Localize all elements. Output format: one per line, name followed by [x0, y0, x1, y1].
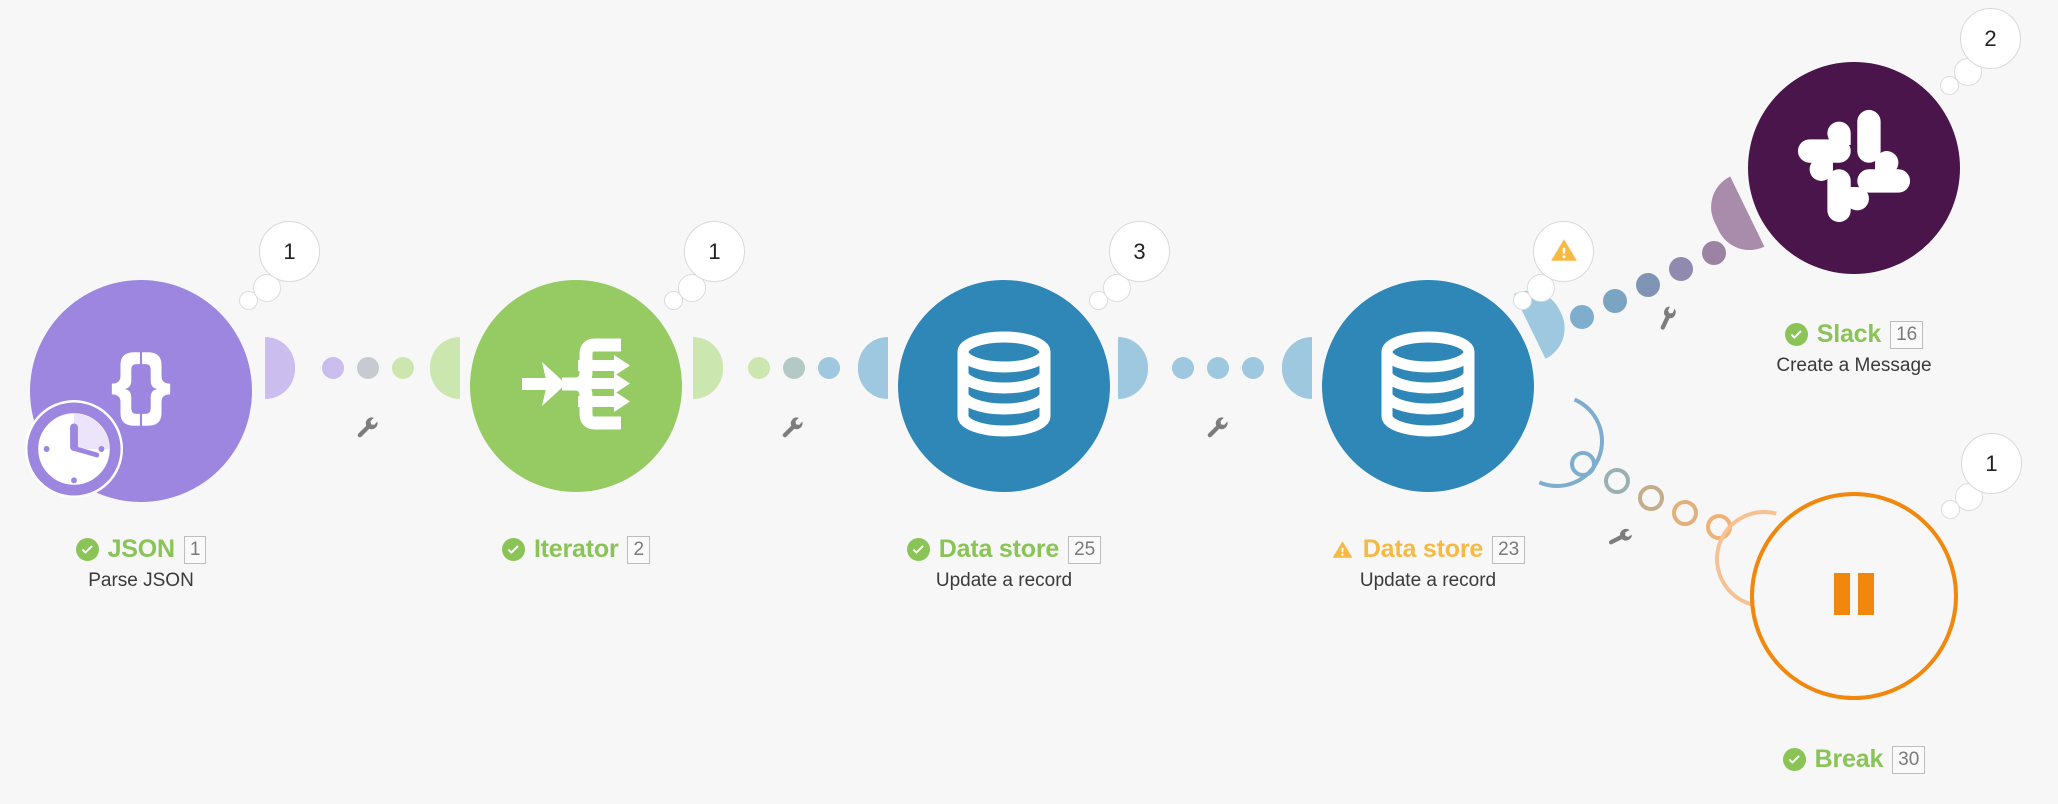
- link-dot: [748, 357, 770, 379]
- module-badge: 16: [1890, 320, 1924, 349]
- module-label-iterator: Iterator 2: [470, 535, 682, 570]
- bubble-dot-small: [1940, 76, 1959, 95]
- counter-warning-datastore23[interactable]: [1533, 221, 1594, 282]
- label-row: Data store 23: [1322, 535, 1534, 564]
- label-row: Data store 25: [898, 535, 1110, 564]
- module-title: Data store: [938, 535, 1060, 563]
- module-label-datastore23: Data store 23 Update a record: [1322, 535, 1534, 592]
- wrench-icon[interactable]: [355, 415, 381, 441]
- link-dot: [322, 357, 344, 379]
- wrench-icon[interactable]: [1651, 301, 1684, 334]
- link-dot: [1603, 289, 1627, 313]
- link-dot: [783, 357, 805, 379]
- module-slack-circle[interactable]: [1748, 62, 1960, 284]
- bubble-dot-small: [1941, 500, 1960, 519]
- link-dot: [1669, 257, 1693, 281]
- json-braces-icon: [87, 335, 195, 448]
- module-subtitle: Update a record: [935, 570, 1073, 591]
- status-warning-icon: [1331, 538, 1354, 561]
- slack-hash-icon: [1797, 109, 1911, 228]
- bubble-dot-small: [664, 291, 683, 310]
- iterator-split-icon: [516, 328, 636, 445]
- input-port-iterator: [430, 337, 460, 399]
- schedule-clock-icon[interactable]: [25, 400, 123, 498]
- wrench-icon[interactable]: [780, 415, 806, 441]
- output-port-json: [265, 337, 295, 399]
- module-iterator-circle[interactable]: [470, 280, 682, 502]
- warning-triangle-icon: [1549, 235, 1579, 269]
- bubble-dot-small: [239, 291, 258, 310]
- label-row: JSON 1: [30, 535, 252, 564]
- link-dot: [1638, 485, 1664, 511]
- counter-value-datastore25[interactable]: 3: [1109, 221, 1170, 282]
- status-ok-icon: [906, 538, 930, 561]
- database-cylinder-icon: [1375, 328, 1481, 445]
- input-port-datastore25: [858, 337, 888, 399]
- link-dot: [1242, 357, 1264, 379]
- link-dot: [1207, 357, 1229, 379]
- module-datastore25-circle[interactable]: [898, 280, 1110, 502]
- module-title: Slack: [1816, 320, 1882, 348]
- wrench-icon[interactable]: [1605, 522, 1638, 555]
- database-cylinder-icon: [951, 328, 1057, 445]
- link-dot: [1172, 357, 1194, 379]
- module-title: Break: [1814, 745, 1884, 773]
- module-badge: 1: [183, 535, 207, 564]
- output-port-datastore25: [1118, 337, 1148, 399]
- module-subtitle: Parse JSON: [88, 570, 194, 591]
- label-row: Break 30: [1750, 745, 1958, 774]
- link-dot: [1672, 500, 1698, 526]
- link-dot: [392, 357, 414, 379]
- counter-value-iterator[interactable]: 1: [684, 221, 745, 282]
- wrench-icon[interactable]: [1205, 415, 1231, 441]
- link-dot: [1702, 241, 1726, 265]
- link-dot: [1570, 305, 1594, 329]
- module-subtitle: Create a Message: [1776, 355, 1932, 376]
- module-title: Iterator: [533, 535, 619, 563]
- module-title: JSON: [107, 535, 175, 563]
- link-dot: [1604, 468, 1630, 494]
- module-label-datastore25: Data store 25 Update a record: [898, 535, 1110, 592]
- module-label-break: Break 30: [1750, 745, 1958, 780]
- module-break-circle[interactable]: [1750, 492, 1958, 706]
- link-dot: [1636, 273, 1660, 297]
- status-ok-icon: [501, 538, 525, 561]
- counter-value-json[interactable]: 1: [259, 221, 320, 282]
- input-port-datastore23: [1282, 337, 1312, 399]
- link-dot: [1570, 451, 1596, 477]
- pause-bars-icon: [1823, 563, 1885, 630]
- bubble-dot-small: [1089, 291, 1108, 310]
- module-datastore23-circle[interactable]: [1322, 280, 1534, 502]
- module-badge: 2: [627, 535, 651, 564]
- counter-value-slack[interactable]: 2: [1960, 8, 2021, 69]
- label-row: Iterator 2: [470, 535, 682, 564]
- link-dot: [357, 357, 379, 379]
- status-ok-icon: [1784, 323, 1808, 346]
- module-badge: 30: [1892, 745, 1926, 774]
- bubble-dot-small: [1513, 291, 1532, 310]
- module-title: Data store: [1362, 535, 1484, 563]
- output-port-iterator: [693, 337, 723, 399]
- status-ok-icon: [1782, 748, 1806, 771]
- module-label-json: JSON 1 Parse JSON: [30, 535, 252, 592]
- link-dot: [1706, 514, 1732, 540]
- status-ok-icon: [75, 538, 99, 561]
- module-subtitle: Update a record: [1359, 570, 1497, 591]
- module-label-slack: Slack 16 Create a Message: [1748, 320, 1960, 377]
- counter-value-break[interactable]: 1: [1961, 433, 2022, 494]
- module-badge: 23: [1492, 535, 1526, 564]
- label-row: Slack 16: [1748, 320, 1960, 349]
- link-dot: [818, 357, 840, 379]
- module-badge: 25: [1068, 535, 1102, 564]
